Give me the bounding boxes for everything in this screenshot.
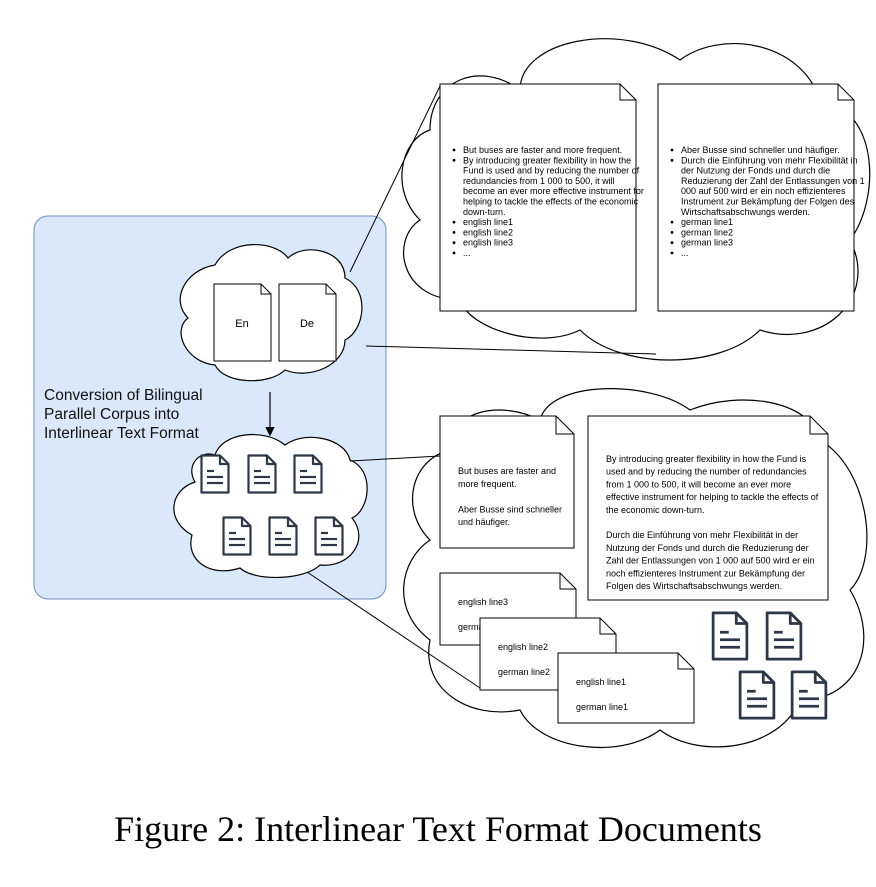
bullet-dot xyxy=(452,148,456,152)
german-source-document: De xyxy=(278,283,337,362)
interlinear-short-line: But buses are faster and xyxy=(458,466,556,476)
german-bullet-line: ... xyxy=(681,248,689,258)
english-bullet-line: redundancies from 1 000 to 500, it will xyxy=(463,176,615,186)
english-bullet-line: Fund is used and by reducing the number … xyxy=(463,166,640,176)
interlinear-short-line: Aber Busse sind schneller xyxy=(458,504,562,514)
connector-line xyxy=(306,571,481,689)
panel-title-line: Conversion of Bilingual xyxy=(44,387,203,404)
panel-title: Conversion of Bilingual Parallel Corpus … xyxy=(44,386,264,443)
english-document: But buses are faster and more frequent.B… xyxy=(439,83,644,312)
bullet-dot xyxy=(670,231,674,234)
german-bullet-line: der Nutzung der Fonds und durch die xyxy=(681,166,830,176)
german-bullet-line: Aber Busse sind schneller und häufiger. xyxy=(681,145,840,155)
german-bullet-list: Aber Busse sind schneller und häufiger.D… xyxy=(670,145,865,258)
interlinear-short-text: But buses are faster and more frequent. Ab… xyxy=(458,466,562,527)
german-bullet-line: Instrument zur Bekämpfung der Folgen des xyxy=(681,197,855,207)
interlinear-long-text: By introducing greater flexibility in ho… xyxy=(606,454,819,591)
bullet-dot xyxy=(452,220,456,224)
stacked-english-line: english line1 xyxy=(576,677,626,687)
document-icon xyxy=(222,516,252,556)
bullet-dot xyxy=(452,241,456,245)
german-bullet-line: Reduzierung der Zahl der Entlassungen vo… xyxy=(681,176,865,186)
interlinear-short-line: more frequent. xyxy=(458,479,517,489)
stacked-german-line: germa xyxy=(458,622,484,632)
interlinear-long-line: effective instrument for helping to tack… xyxy=(606,492,819,502)
bullet-dot xyxy=(670,251,674,255)
bullet-dot xyxy=(670,158,674,162)
bullet-dot xyxy=(452,158,456,162)
german-bullet-line: german line2 xyxy=(681,227,733,237)
document-icon xyxy=(738,670,776,720)
bullet-dot xyxy=(670,241,674,245)
bullet-dot xyxy=(452,231,456,234)
interlinear-long-line: Durch die Einführung von mehr Flexibilit… xyxy=(606,530,798,540)
connector-line xyxy=(349,85,441,273)
stacked-german-line: german line2 xyxy=(498,667,550,677)
interlinear-long-line: used and by reducing the number of redun… xyxy=(606,467,807,477)
german-bullet-line: 000 auf 500 wird er ein noch effizienter… xyxy=(681,186,846,196)
interlinear-long-line: the economic down-turn. xyxy=(606,505,705,515)
stacked-english-line: english line3 xyxy=(458,597,508,607)
stacked-german-line: german line1 xyxy=(576,702,628,712)
en-label: En xyxy=(235,318,248,330)
english-bullet-line: But buses are faster and more frequent. xyxy=(463,145,622,155)
document-icon xyxy=(711,611,749,661)
english-source-document: En xyxy=(213,283,272,362)
interlinear-long-line: By introducing greater flexibility in ho… xyxy=(606,454,807,464)
interlinear-long-line: from 1 000 to 500, it will become an eve… xyxy=(606,479,791,489)
interlinear-long-document: By introducing greater flexibility in ho… xyxy=(587,415,829,601)
interlinear-short-line: und häufiger. xyxy=(458,517,510,527)
english-bullet-line: become an ever more effective instrument… xyxy=(463,186,644,196)
document-icon xyxy=(765,611,803,661)
english-bullet-line: By introducing greater flexibility in ho… xyxy=(463,155,631,165)
interlinear-long-line: Folgen des Wirtschaftsabschwungs werden. xyxy=(606,581,782,591)
english-bullet-line: english line2 xyxy=(463,227,513,237)
document-icon xyxy=(790,670,828,720)
english-bullet-line: helping to tackle the effects of the eco… xyxy=(463,197,638,207)
interlinear-short-document: But buses are faster and more frequent. Ab… xyxy=(439,415,575,549)
bullet-dot xyxy=(452,251,456,255)
english-bullet-line: english line1 xyxy=(463,217,513,227)
document-icon xyxy=(293,454,323,494)
interlinear-long-line: noch effizienteres Instrument zur Bekämp… xyxy=(606,568,805,578)
german-bullet-line: german line3 xyxy=(681,238,733,248)
interlinear-long-line: Zahl der Entlassungen von 1 000 auf 500 … xyxy=(606,556,815,566)
document-icon xyxy=(247,454,277,494)
de-label: De xyxy=(300,318,314,330)
connector-line xyxy=(365,345,657,355)
document-icon xyxy=(200,454,230,494)
stacked-english-line: english line2 xyxy=(498,642,548,652)
document-icon xyxy=(268,516,298,556)
german-document: Aber Busse sind schneller und häufiger.D… xyxy=(657,83,865,312)
english-bullet-list: But buses are faster and more frequent.B… xyxy=(452,145,644,258)
english-bullet-line: ... xyxy=(463,248,471,258)
english-bullet-line: down-turn. xyxy=(463,207,506,217)
panel-title-line: Parallel Corpus into xyxy=(44,406,180,423)
panel-title-line: Interlinear Text Format xyxy=(44,425,199,442)
english-bullet-line: english line3 xyxy=(463,238,513,248)
german-bullet-line: Wirtschaftsabschwungs werden. xyxy=(681,207,810,217)
bullet-dot xyxy=(670,220,674,224)
stacked-document: english line1 german line1 xyxy=(557,652,695,724)
german-bullet-line: Durch die Einführung von mehr Flexibilit… xyxy=(681,155,858,165)
connector-line xyxy=(349,455,441,462)
document-icon xyxy=(314,516,344,556)
german-bullet-line: german line1 xyxy=(681,217,733,227)
bullet-dot xyxy=(670,148,674,152)
interlinear-line-stack: english line3 germa english line2 german li… xyxy=(439,572,695,724)
figure-caption: Figure 2: Interlinear Text Format Docume… xyxy=(114,809,762,849)
interlinear-long-line: Nutzung der Fonds und durch die Reduzier… xyxy=(606,543,809,553)
